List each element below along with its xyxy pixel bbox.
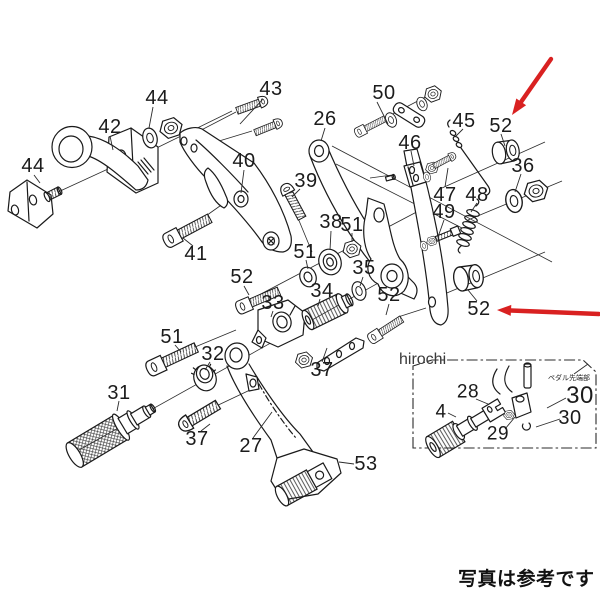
part-37-link-arm: [316, 337, 365, 372]
part-41-bolt: [160, 210, 214, 250]
part-52-bushing-lower: [451, 262, 486, 293]
red-arrow-upper: [512, 56, 554, 115]
part-46-bracket: [384, 160, 441, 188]
part-50-screw-stack: [352, 83, 445, 139]
inset-pedal-tip: [492, 362, 532, 431]
part-37-screw: [175, 397, 223, 435]
part-52-bolt-right: [365, 313, 406, 346]
part-34-splined-sleeve: [301, 293, 354, 331]
inset-box: [412, 359, 597, 459]
part-49-adjuster: [418, 225, 462, 253]
part-52-bushing-upper: [490, 138, 522, 166]
part-36-washer: [503, 187, 525, 215]
part-31-footpeg: [65, 403, 157, 468]
part-51-bolt-lower: [143, 339, 201, 379]
part-44-mount-block: [7, 179, 63, 229]
footer-note: 写真は参考です: [458, 569, 595, 590]
part-43-screw-2: [252, 116, 285, 138]
part-51-collar: [299, 266, 317, 288]
mid-plate-with-eye: [363, 197, 409, 297]
part-36-nut: [521, 178, 551, 204]
part-42-lever: [51, 125, 149, 191]
red-arrow-lower: [497, 304, 600, 317]
part-37-arm-nut: [293, 350, 315, 370]
part-32-flanged-nut: [190, 363, 217, 392]
part-47-screw: [431, 150, 458, 171]
watermark-text: hirochi: [399, 351, 447, 368]
part-53-foot-plate: [270, 448, 342, 507]
inset-part-4-footpeg: [425, 398, 507, 459]
part-38-flanged-bushing: [318, 248, 342, 276]
part-27-pedal-lever: [224, 342, 314, 459]
part-43-screw-1: [234, 94, 270, 117]
part-40-bracket: [179, 127, 292, 253]
part-35-washer: [349, 279, 369, 303]
part-45-spring-rod: [447, 119, 491, 196]
part-33-pivot-clamp: [251, 299, 306, 349]
part-48-coil-spring: [456, 198, 480, 254]
inset-caption: ペダル先端部: [548, 375, 590, 382]
label-leader-lines: [33, 98, 567, 465]
